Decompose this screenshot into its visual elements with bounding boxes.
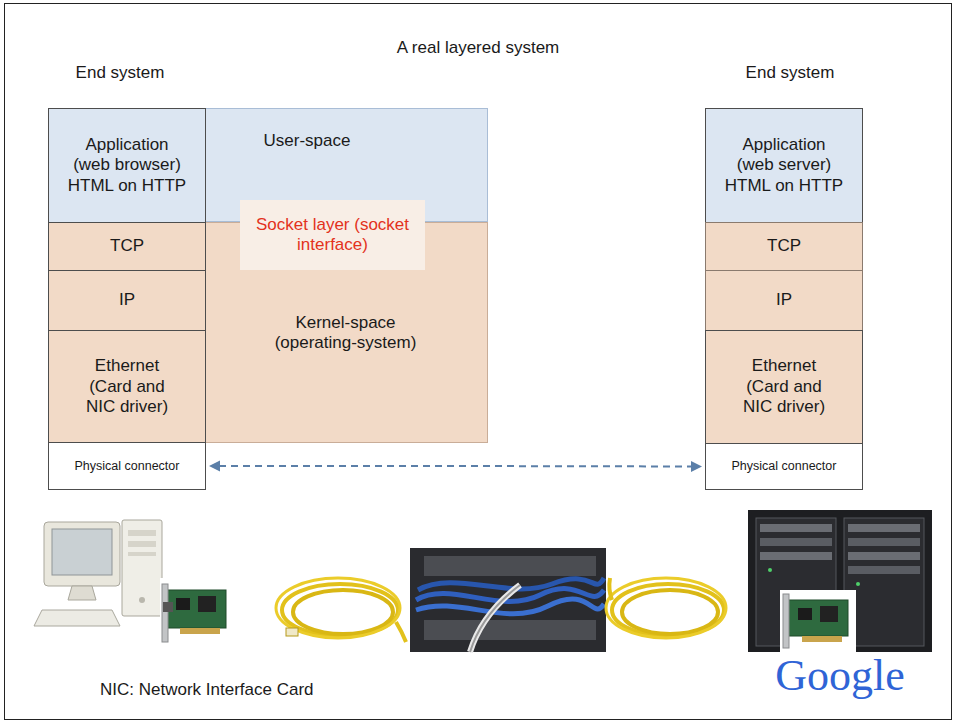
server-rack-picture bbox=[768, 568, 772, 572]
server-rack-picture bbox=[748, 510, 932, 652]
network-switch-picture bbox=[418, 578, 604, 590]
layer-box: IP bbox=[705, 270, 863, 331]
cable-picture bbox=[293, 590, 393, 634]
network-card-picture bbox=[820, 606, 838, 622]
server-rack-picture bbox=[856, 582, 860, 586]
layer-label: Application (web server) HTML on HTTP bbox=[723, 135, 846, 196]
network-card-picture bbox=[783, 594, 789, 648]
computer-picture bbox=[68, 586, 96, 600]
dashed-link-arrow bbox=[209, 461, 702, 472]
network-card-picture bbox=[798, 608, 812, 620]
computer-picture bbox=[128, 530, 156, 536]
network-card-picture bbox=[780, 590, 856, 652]
cable-picture bbox=[276, 572, 408, 648]
cable-picture bbox=[606, 578, 726, 638]
server-rack-picture bbox=[848, 566, 920, 574]
physical-connector-box: Physical connector bbox=[705, 443, 863, 490]
cable-picture bbox=[286, 628, 298, 636]
layer-label: Physical connector bbox=[732, 459, 837, 474]
dashed-link-line bbox=[219, 465, 692, 467]
computer-picture bbox=[34, 520, 162, 626]
server-rack-picture bbox=[760, 552, 832, 560]
layer-box: Application (web server) HTML on HTTP bbox=[705, 108, 863, 223]
server-rack-picture bbox=[760, 524, 832, 532]
server-rack-picture bbox=[848, 538, 920, 546]
computer-picture bbox=[128, 552, 156, 556]
network-switch-picture bbox=[410, 548, 606, 652]
layer-label: Socket layer (socket interface) bbox=[253, 215, 413, 256]
cable-picture bbox=[609, 578, 612, 600]
cable-picture bbox=[622, 590, 718, 634]
network-card-picture bbox=[160, 578, 232, 648]
slide-frame bbox=[5, 4, 952, 720]
arrow-head bbox=[691, 461, 702, 472]
region-label: User-space bbox=[247, 131, 367, 151]
kernel-space-region: Kernel-space (operating-system)Socket la… bbox=[48, 222, 488, 443]
network-switch-picture bbox=[470, 585, 520, 652]
network-card-picture bbox=[160, 578, 232, 648]
cable-picture bbox=[276, 578, 400, 638]
network-card-picture bbox=[180, 628, 220, 634]
cable-picture bbox=[276, 572, 408, 648]
server-rack-picture bbox=[848, 524, 920, 532]
layer-label: Application (web browser) HTML on HTTP bbox=[66, 135, 189, 196]
layer-label: Ethernet (Card and NIC driver) bbox=[737, 356, 832, 417]
server-rack-picture bbox=[848, 552, 920, 560]
network-switch-picture bbox=[416, 599, 604, 614]
layer-label: IP bbox=[119, 290, 135, 310]
computer-picture bbox=[128, 541, 156, 547]
server-rack-picture bbox=[760, 538, 832, 546]
network-card-picture bbox=[166, 590, 226, 628]
abbreviation-note: NIC: Network Interface Card bbox=[100, 680, 420, 700]
region-label: Kernel-space (operating-system) bbox=[263, 313, 428, 354]
network-card-picture bbox=[780, 590, 856, 652]
arrow-head bbox=[209, 461, 220, 472]
cable-picture bbox=[606, 572, 736, 648]
logo-text: Google bbox=[755, 650, 925, 703]
layer-box: IP bbox=[48, 270, 206, 331]
layer-label: TCP bbox=[767, 236, 801, 256]
cable-picture bbox=[396, 622, 406, 642]
network-card-picture bbox=[162, 584, 168, 642]
computer-picture bbox=[44, 522, 120, 586]
socket-layer-box: Socket layer (socket interface) bbox=[240, 200, 425, 270]
layer-box: Application (web browser) HTML on HTTP bbox=[48, 108, 206, 223]
end-system-label: End system bbox=[725, 63, 855, 83]
computer-picture bbox=[52, 529, 112, 575]
layer-label: IP bbox=[776, 290, 792, 310]
server-rack-picture bbox=[748, 510, 932, 652]
layer-label: TCP bbox=[110, 236, 144, 256]
layer-box: TCP bbox=[705, 222, 863, 271]
network-card-picture bbox=[176, 598, 190, 610]
layer-label: Ethernet (Card and NIC driver) bbox=[80, 356, 175, 417]
computer-picture bbox=[34, 610, 120, 626]
end-system-label: End system bbox=[55, 63, 185, 83]
layer-box: TCP bbox=[48, 222, 206, 271]
computer-picture bbox=[139, 597, 145, 603]
network-card-picture bbox=[198, 596, 216, 612]
physical-connector-box: Physical connector bbox=[48, 442, 206, 490]
network-card-picture bbox=[163, 602, 173, 612]
cable-picture bbox=[606, 572, 736, 648]
layer-box: Ethernet (Card and NIC driver) bbox=[48, 330, 206, 444]
network-card-picture bbox=[788, 600, 848, 636]
network-card-picture bbox=[802, 636, 842, 642]
layer-box: Ethernet (Card and NIC driver) bbox=[705, 330, 863, 444]
network-switch-picture bbox=[470, 585, 520, 652]
network-switch-picture bbox=[410, 548, 606, 652]
slide-title: A real layered system bbox=[278, 38, 678, 58]
network-switch-picture bbox=[424, 556, 596, 576]
computer-picture bbox=[122, 520, 162, 616]
network-switch-picture bbox=[424, 620, 596, 640]
layer-label: Physical connector bbox=[75, 459, 180, 474]
